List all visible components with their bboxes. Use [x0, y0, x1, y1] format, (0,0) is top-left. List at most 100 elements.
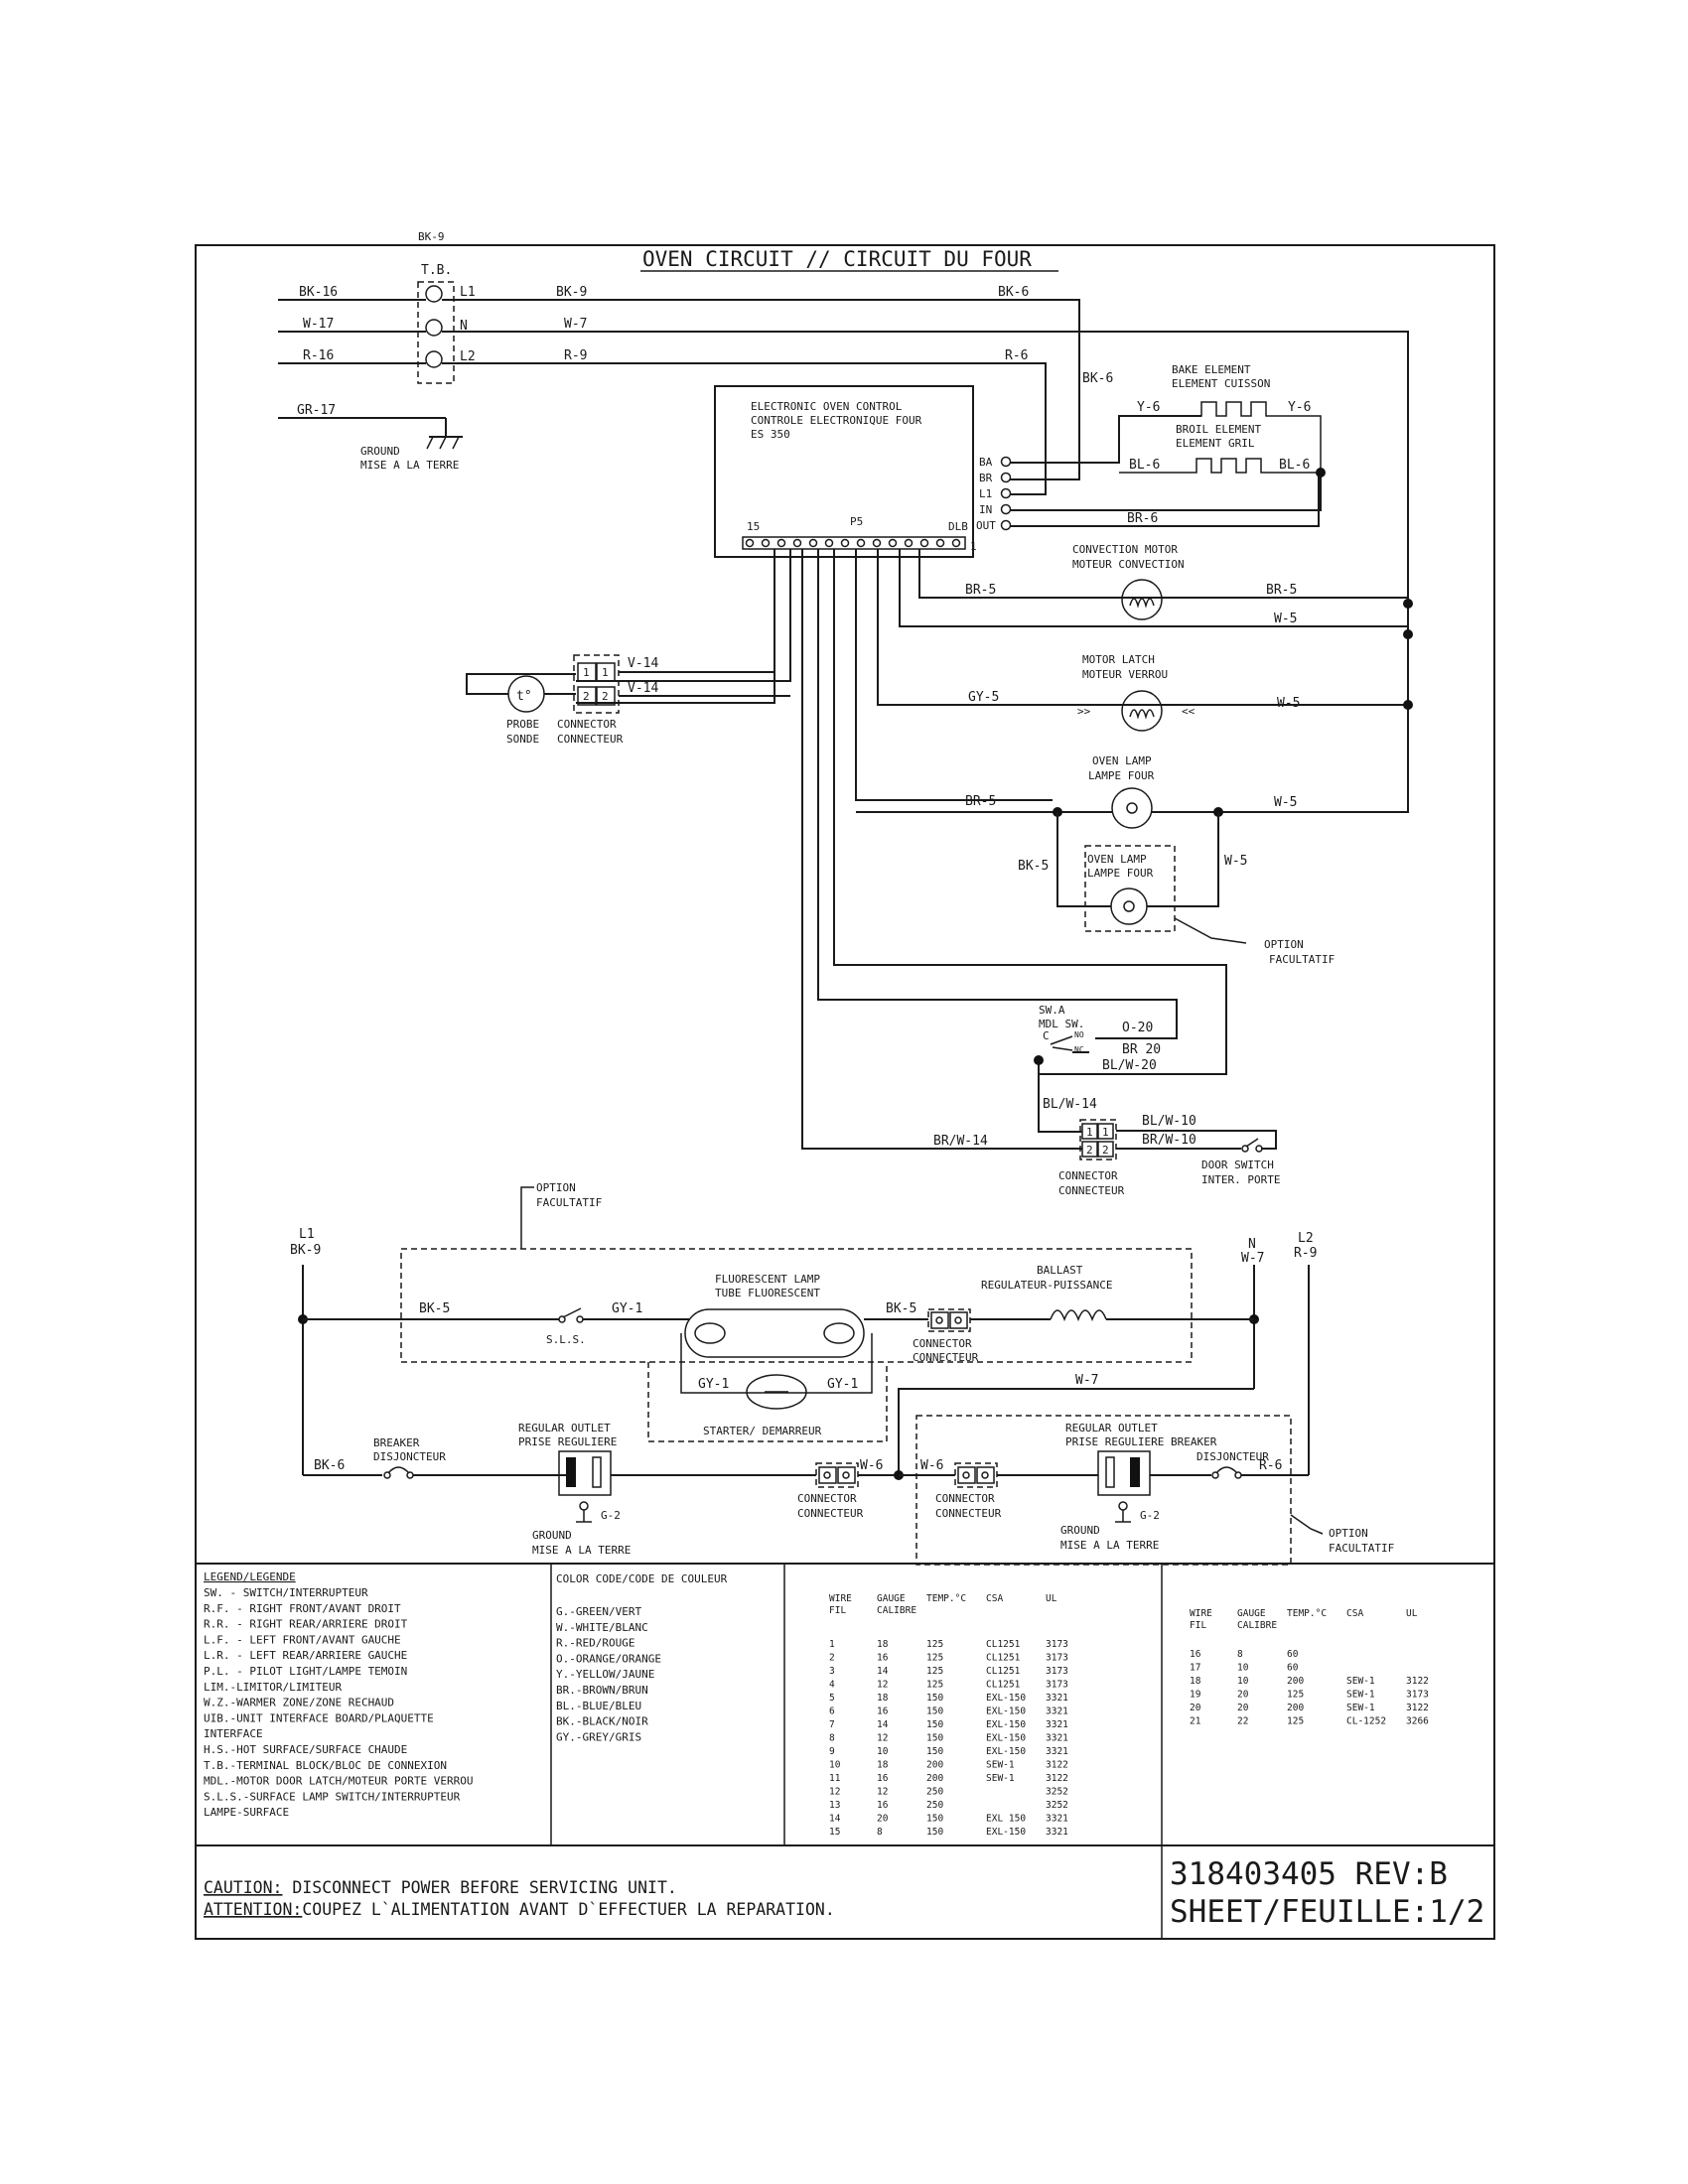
legend-item: L.R. - LEFT REAR/ARRIERE GAUCHE [204, 1649, 407, 1662]
table-cell: EXL-150 [986, 1746, 1026, 1757]
table-cell: 200 [926, 1760, 943, 1771]
wire-v14-b: V-14 [628, 681, 658, 696]
table-cell: 16 [1190, 1649, 1201, 1660]
legend-item: LAMPE-SURFACE [204, 1806, 289, 1819]
table-cell: 8 [877, 1827, 883, 1838]
legend-item: INTERFACE [204, 1727, 263, 1740]
wire-w17: W-17 [303, 317, 334, 332]
wire-w6a: W-6 [860, 1458, 883, 1473]
table-cell: 150 [926, 1814, 943, 1825]
color-code-title: COLOR CODE/CODE DE COULEUR [556, 1572, 728, 1585]
svg-text:NO: NO [1074, 1030, 1084, 1039]
table-subheader: CALIBRE [877, 1605, 916, 1616]
svg-text:CONNECTOR: CONNECTOR [1058, 1169, 1118, 1182]
legend-item: MDL.-MOTOR DOOR LATCH/MOTEUR PORTE VERRO… [204, 1775, 474, 1788]
table-cell: 11 [829, 1773, 841, 1784]
attention-label: ATTENTION: [204, 1900, 302, 1919]
table-cell: 16 [877, 1706, 889, 1717]
wire-gy1a: GY-1 [698, 1377, 729, 1392]
regular-outlet-1: REGULAR OUTLET PRISE REGULIERE G-2 GROUN… [518, 1422, 631, 1557]
table-cell: 3252 [1046, 1787, 1068, 1798]
table-cell: 3321 [1046, 1706, 1068, 1717]
legend-item: W.Z.-WARMER ZONE/ZONE RECHAUD [204, 1697, 394, 1709]
svg-text:CONNECTOR: CONNECTOR [797, 1492, 857, 1505]
table-cell: 13 [829, 1800, 840, 1811]
table-cell: 150 [926, 1827, 943, 1838]
svg-text:>>: >> [1077, 705, 1091, 718]
legend: LEGEND/LEGENDE SW. - SWITCH/INTERRUPTEUR… [204, 1570, 474, 1819]
table-cell: 7 [829, 1719, 835, 1730]
caution-text: DISCONNECT POWER BEFORE SERVICING UNIT. [282, 1878, 676, 1897]
svg-text:CONTROLE ELECTRONIQUE FOUR: CONTROLE ELECTRONIQUE FOUR [751, 414, 922, 427]
table-cell: 10 [1237, 1663, 1249, 1674]
svg-text:FLUORESCENT LAMP: FLUORESCENT LAMP [715, 1273, 820, 1286]
table-cell: 150 [926, 1693, 943, 1704]
bake-element: BAKE ELEMENT ELEMENT CUISSON [1122, 363, 1322, 473]
table-cell: 3173 [1046, 1680, 1068, 1691]
wire-bk5b: BK-5 [886, 1301, 916, 1316]
l2-label: L2 [1298, 1231, 1314, 1246]
table-cell: CL1251 [986, 1639, 1021, 1650]
electronic-oven-control: ELECTRONIC OVEN CONTROL CONTROLE ELECTRO… [714, 385, 1012, 558]
wire-blw20: BL/W-20 [1102, 1058, 1157, 1073]
part-number: 318403405 REV:B [1170, 1856, 1448, 1892]
table-cell: 4 [829, 1680, 835, 1691]
table-cell: 12 [829, 1787, 840, 1798]
breaker-1: BREAKER DISJONCTEUR [373, 1436, 446, 1479]
svg-text:LAMPE FOUR: LAMPE FOUR [1087, 867, 1154, 880]
table-cell: 3266 [1406, 1716, 1429, 1727]
wire-gy1b: GY-1 [827, 1377, 858, 1392]
table-cell: 60 [1287, 1663, 1299, 1674]
svg-text:ES 350: ES 350 [751, 428, 790, 441]
wire-gy1: GY-1 [612, 1301, 642, 1316]
broil-element: BROIL ELEMENT ELEMENT GRIL [1119, 423, 1321, 474]
table-cell: 3252 [1046, 1800, 1068, 1811]
wire-bl6-right: BL-6 [1279, 458, 1310, 473]
table-cell: 10 [877, 1746, 889, 1757]
wire-r16: R-16 [303, 348, 334, 363]
wire-br20: BR 20 [1122, 1042, 1161, 1057]
wire-r9: R-9 [564, 348, 587, 363]
wire-gy5: GY-5 [968, 690, 999, 705]
color-code-item: R.-RED/ROUGE [556, 1637, 634, 1650]
svg-text:2: 2 [1102, 1144, 1109, 1157]
svg-text:MOTEUR CONVECTION: MOTEUR CONVECTION [1072, 558, 1185, 571]
svg-text:REGULAR OUTLET: REGULAR OUTLET [1065, 1422, 1158, 1434]
color-code: COLOR CODE/CODE DE COULEUR G.-GREEN/VERT… [556, 1572, 728, 1743]
svg-text:CONNECTEUR: CONNECTEUR [557, 733, 624, 746]
wire-y6-right: Y-6 [1288, 400, 1311, 415]
legend-item: S.L.S.-SURFACE LAMP SWITCH/INTERRUPTEUR [204, 1790, 461, 1803]
svg-text:ELEMENT GRIL: ELEMENT GRIL [1176, 437, 1255, 450]
table-cell: 3122 [1406, 1703, 1429, 1713]
svg-text:MOTOR LATCH: MOTOR LATCH [1082, 653, 1155, 666]
table-header: WIRE [829, 1593, 852, 1604]
svg-text:SW.A: SW.A [1039, 1004, 1065, 1017]
wire-blw10-b: BR/W-10 [1142, 1133, 1196, 1148]
svg-text:L2: L2 [460, 349, 476, 364]
wire-r6-lower: R-6 [1259, 1458, 1282, 1473]
diagram-frame [195, 244, 1495, 1940]
svg-text:BA: BA [979, 456, 993, 469]
control-pin [935, 538, 945, 548]
color-code-item: BR.-BROWN/BRUN [556, 1684, 648, 1697]
wire-bk6-lower: BK-6 [314, 1458, 345, 1473]
table-cell: 250 [926, 1787, 943, 1798]
table-cell: 125 [1287, 1716, 1304, 1727]
wire-gr17: GR-17 [297, 403, 336, 418]
table-header: WIRE [1190, 1608, 1212, 1619]
ballast: BALLAST REGULATEUR-PUISSANCE [981, 1264, 1112, 1322]
table-cell: 3173 [1046, 1653, 1068, 1664]
wire-w5-d: W-5 [1224, 854, 1247, 869]
control-pin [919, 538, 929, 548]
table-subheader: FIL [1190, 1620, 1206, 1631]
table-cell: CL1251 [986, 1680, 1021, 1691]
wire-brw14: BR/W-14 [933, 1134, 988, 1149]
table-cell: 17 [1190, 1663, 1200, 1674]
wire-blw10-a: BL/W-10 [1142, 1114, 1196, 1129]
legend-item: R.F. - RIGHT FRONT/AVANT DROIT [204, 1602, 401, 1615]
svg-text:ATTENTION:COUPEZ L`ALIMENTATIO: ATTENTION:COUPEZ L`ALIMENTATION AVANT D`… [204, 1900, 835, 1919]
table-cell: 18 [877, 1693, 889, 1704]
svg-text:CAUTION: DISCONNECT POWER BEFO: CAUTION: DISCONNECT POWER BEFORE SERVICI… [204, 1878, 677, 1897]
outlet-connector-2: CONNECTOR CONNECTEUR [935, 1462, 1002, 1520]
l1-label: L1 [299, 1227, 315, 1242]
